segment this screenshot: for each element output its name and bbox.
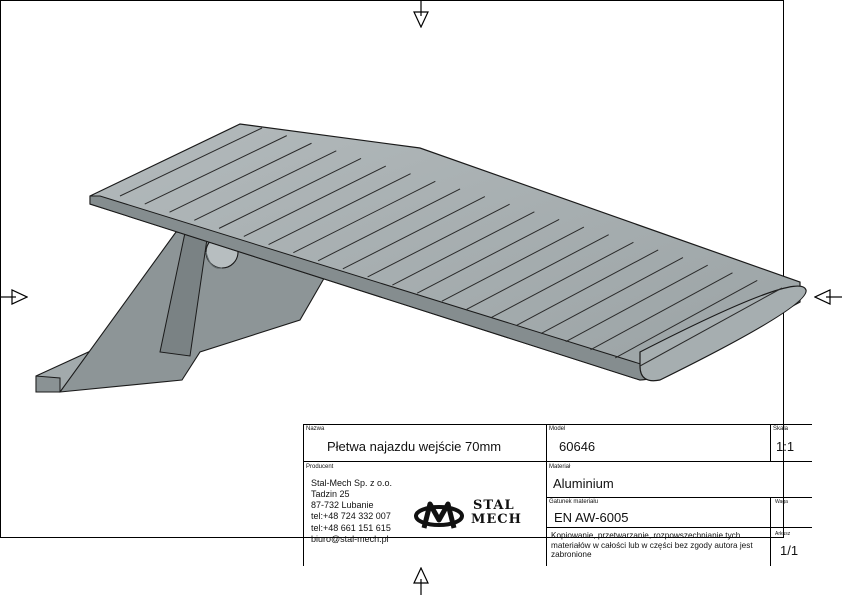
scale-label: Skala [773, 426, 789, 432]
scale-value: 1:1 [776, 439, 795, 454]
rounded-nose [639, 285, 807, 382]
logo-line-mech: MECH [471, 512, 522, 527]
top-rib [466, 234, 609, 310]
top-center-marker [413, 0, 429, 28]
top-rib [392, 211, 535, 286]
top-rib [268, 173, 411, 246]
model-number: 60646 [559, 439, 596, 454]
producer-phone-2: tel:+48 661 151 615 [311, 523, 391, 533]
part-isometric-drawing [35, 123, 807, 393]
top-rib [317, 188, 461, 262]
top-rib [194, 150, 337, 221]
left-center-marker [0, 289, 28, 305]
material-label: Materiał [549, 464, 571, 470]
top-rib [639, 287, 783, 367]
top-rib [293, 180, 436, 254]
weight-label: Waga [775, 499, 788, 505]
stal-mech-logo: STAL MECH [413, 498, 538, 534]
top-rib [441, 226, 585, 302]
producer-phone-1: tel:+48 724 332 007 [311, 511, 391, 521]
top-rib [243, 165, 387, 237]
top-rib [614, 279, 758, 359]
producer-label: Producent [306, 464, 334, 470]
top-rib [342, 196, 486, 270]
sheet-value: 1/1 [780, 543, 799, 558]
part-name: Płetwa najazdu wejście 70mm [327, 439, 502, 454]
logo-line-stal: STAL [473, 498, 515, 513]
top-rib [565, 264, 708, 343]
top-rib [144, 135, 287, 205]
top-rib [590, 272, 733, 351]
producer-company: Stal-Mech Sp. z o.o. [311, 478, 393, 488]
name-label: Nazwa [306, 426, 325, 432]
producer-postcode: 87-732 Lubanie [311, 500, 374, 510]
producer-address: Tadzin 25 [311, 489, 350, 499]
bottom-center-marker [413, 567, 429, 595]
material-grade-value: EN AW-6005 [554, 510, 629, 525]
material-value: Aluminium [553, 476, 614, 491]
copyright-note: Kopiowanie, przetwarzanie, rozpowszechni… [551, 531, 753, 559]
top-rib [491, 241, 634, 318]
top-rib [367, 203, 510, 278]
model-label: Model [549, 426, 566, 432]
right-center-marker [814, 289, 842, 305]
top-rib [540, 257, 684, 335]
producer-email: biuro@stal-mech.pl [311, 534, 389, 544]
top-rib [515, 249, 659, 326]
material-grade-label: Gatunek materiału [549, 499, 599, 505]
logo-monogram-icon [414, 501, 464, 529]
drawing-frame [0, 0, 784, 538]
top-rib [169, 142, 312, 213]
top-rib [416, 218, 560, 294]
sheet-label: Arkusz [775, 531, 791, 537]
top-rib [218, 158, 362, 229]
top-rib [119, 127, 263, 197]
title-block: Nazwa Płetwa najazdu wejście 70mm Model … [303, 424, 812, 566]
